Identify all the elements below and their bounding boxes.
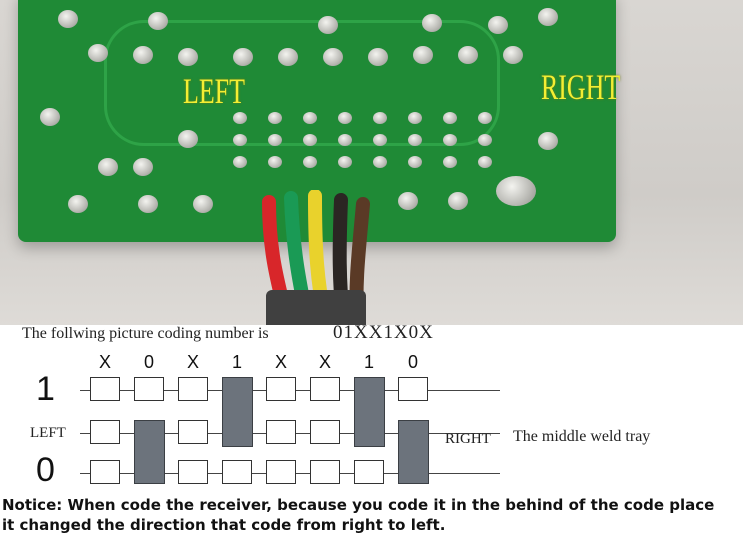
position-label: X bbox=[266, 352, 296, 373]
solder-pad bbox=[40, 108, 60, 126]
switch-pad bbox=[303, 134, 317, 146]
pad-cell bbox=[310, 377, 340, 401]
switch-pad bbox=[408, 134, 422, 146]
pad-cell bbox=[266, 460, 296, 484]
right-label: RIGHT bbox=[445, 431, 491, 448]
heat-shrink-sleeve bbox=[266, 290, 366, 325]
weld-bridge-zero bbox=[134, 420, 165, 484]
solder-pad bbox=[88, 44, 108, 62]
caption-text: The follwing picture coding number is bbox=[22, 325, 269, 343]
pad-cell bbox=[310, 460, 340, 484]
notice-text: Notice: When code the receiver, because … bbox=[2, 495, 742, 535]
pcb-trace bbox=[104, 20, 500, 146]
position-label: X bbox=[90, 352, 120, 373]
solder-pad bbox=[148, 12, 168, 30]
switch-pad bbox=[233, 134, 247, 146]
solder-pad bbox=[68, 195, 88, 213]
middle-weld-label: The middle weld tray bbox=[513, 428, 650, 446]
row-one-label: 1 bbox=[36, 370, 55, 409]
position-label: 0 bbox=[398, 352, 428, 373]
solder-pad bbox=[458, 46, 478, 64]
switch-pad bbox=[303, 156, 317, 168]
solder-pad bbox=[138, 195, 158, 213]
pcb-photo: LEFT RIGHT bbox=[0, 0, 743, 325]
solder-pad bbox=[58, 10, 78, 28]
solder-pad bbox=[413, 46, 433, 64]
pad-cell bbox=[90, 460, 120, 484]
switch-pad bbox=[478, 156, 492, 168]
coding-diagram: The follwing picture coding number is 01… bbox=[0, 325, 743, 495]
switch-pad bbox=[268, 134, 282, 146]
solder-pad bbox=[496, 176, 536, 206]
pad-cell bbox=[178, 377, 208, 401]
position-label: X bbox=[178, 352, 208, 373]
board-label-left: LEFT bbox=[183, 70, 245, 112]
pad-cell bbox=[90, 420, 120, 444]
weld-bridge-one bbox=[354, 377, 385, 447]
pad-cell bbox=[178, 460, 208, 484]
solder-pad bbox=[538, 8, 558, 26]
solder-pad bbox=[278, 48, 298, 66]
pad-cell bbox=[398, 377, 428, 401]
solder-pad bbox=[133, 46, 153, 64]
pad-cell bbox=[266, 377, 296, 401]
switch-pad bbox=[408, 112, 422, 124]
caption-code: 01XX1X0X bbox=[333, 322, 434, 344]
switch-pad bbox=[373, 156, 387, 168]
notice-line-2: it changed the direction that code from … bbox=[2, 515, 742, 535]
position-label: 0 bbox=[134, 352, 164, 373]
solder-pad bbox=[538, 132, 558, 150]
pad-cell bbox=[354, 460, 384, 484]
pad-cell bbox=[134, 377, 164, 401]
switch-pad bbox=[478, 112, 492, 124]
weld-bridge-zero bbox=[398, 420, 429, 484]
solder-pad bbox=[422, 14, 442, 32]
pad-cell bbox=[178, 420, 208, 444]
switch-pad bbox=[338, 112, 352, 124]
pad-cell bbox=[90, 377, 120, 401]
position-label: 1 bbox=[354, 352, 384, 373]
row-zero-label: 0 bbox=[36, 451, 55, 490]
solder-pad bbox=[98, 158, 118, 176]
switch-pad bbox=[303, 112, 317, 124]
position-label: X bbox=[310, 352, 340, 373]
switch-pad bbox=[233, 156, 247, 168]
solder-pad bbox=[193, 195, 213, 213]
pad-cell bbox=[310, 420, 340, 444]
board-label-right: RIGHT bbox=[541, 66, 620, 108]
switch-pad bbox=[443, 112, 457, 124]
pad-cell bbox=[222, 460, 252, 484]
solder-pad bbox=[178, 130, 198, 148]
solder-pad bbox=[318, 16, 338, 34]
solder-pad bbox=[323, 48, 343, 66]
weld-bridge-one bbox=[222, 377, 253, 447]
switch-pad bbox=[338, 156, 352, 168]
switch-pad bbox=[443, 156, 457, 168]
solder-pad bbox=[178, 48, 198, 66]
solder-pad bbox=[398, 192, 418, 210]
switch-pad bbox=[478, 134, 492, 146]
switch-pad bbox=[408, 156, 422, 168]
pad-cell bbox=[266, 420, 296, 444]
notice-line-1: Notice: When code the receiver, because … bbox=[2, 495, 742, 515]
left-label: LEFT bbox=[30, 425, 66, 442]
switch-pad bbox=[268, 156, 282, 168]
switch-pad bbox=[338, 134, 352, 146]
switch-pad bbox=[443, 134, 457, 146]
switch-pad bbox=[268, 112, 282, 124]
solder-pad bbox=[233, 48, 253, 66]
position-label: 1 bbox=[222, 352, 252, 373]
switch-pad bbox=[373, 112, 387, 124]
solder-pad bbox=[503, 46, 523, 64]
solder-pad bbox=[448, 192, 468, 210]
solder-pad bbox=[488, 16, 508, 34]
switch-pad bbox=[373, 134, 387, 146]
solder-pad bbox=[133, 158, 153, 176]
solder-pad bbox=[368, 48, 388, 66]
switch-pad bbox=[233, 112, 247, 124]
